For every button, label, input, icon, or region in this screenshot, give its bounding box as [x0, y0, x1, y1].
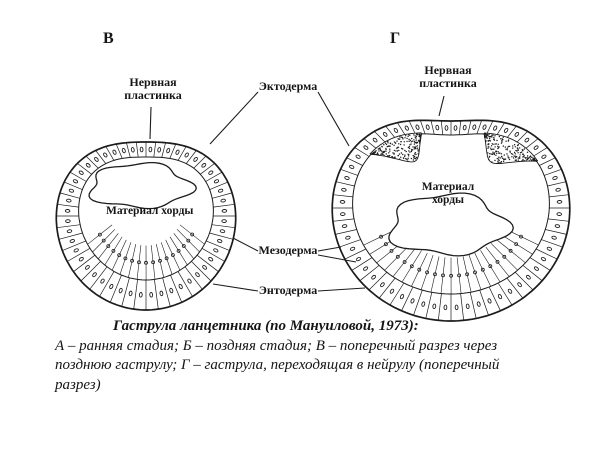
label-chord-material-right: Материал хорды — [421, 181, 475, 206]
label-mesoderm: Мезодерма — [258, 243, 318, 257]
panel-letter-g: Г — [390, 30, 401, 47]
embryo-b-drawing — [55, 141, 237, 311]
caption-title: Гаструла ланцетника (по Мануиловой, 1973… — [113, 318, 419, 334]
label-neural-plate-left: Нервная пластинка — [124, 75, 182, 102]
panel-letter-v: В — [103, 30, 114, 47]
label-ectoderm: Эктодерма — [258, 79, 318, 93]
label-chord-material-left: Материал хорды — [106, 205, 194, 217]
embryo-g-drawing — [331, 119, 571, 322]
label-pointer-lines — [149, 91, 445, 292]
label-endoderm: Энтодерма — [258, 283, 318, 297]
label-neural-plate-right: Нервная пластинка — [419, 63, 477, 90]
figure-caption: Гаструла ланцетника (по Мануиловой, 1973… — [55, 317, 560, 395]
caption-line: позднюю гаструлу; Г – гаструла, переходя… — [55, 357, 500, 373]
caption-line: разрез) — [55, 376, 101, 393]
caption-line: А – ранняя стадия; Б – поздняя стадия; В… — [55, 337, 498, 354]
